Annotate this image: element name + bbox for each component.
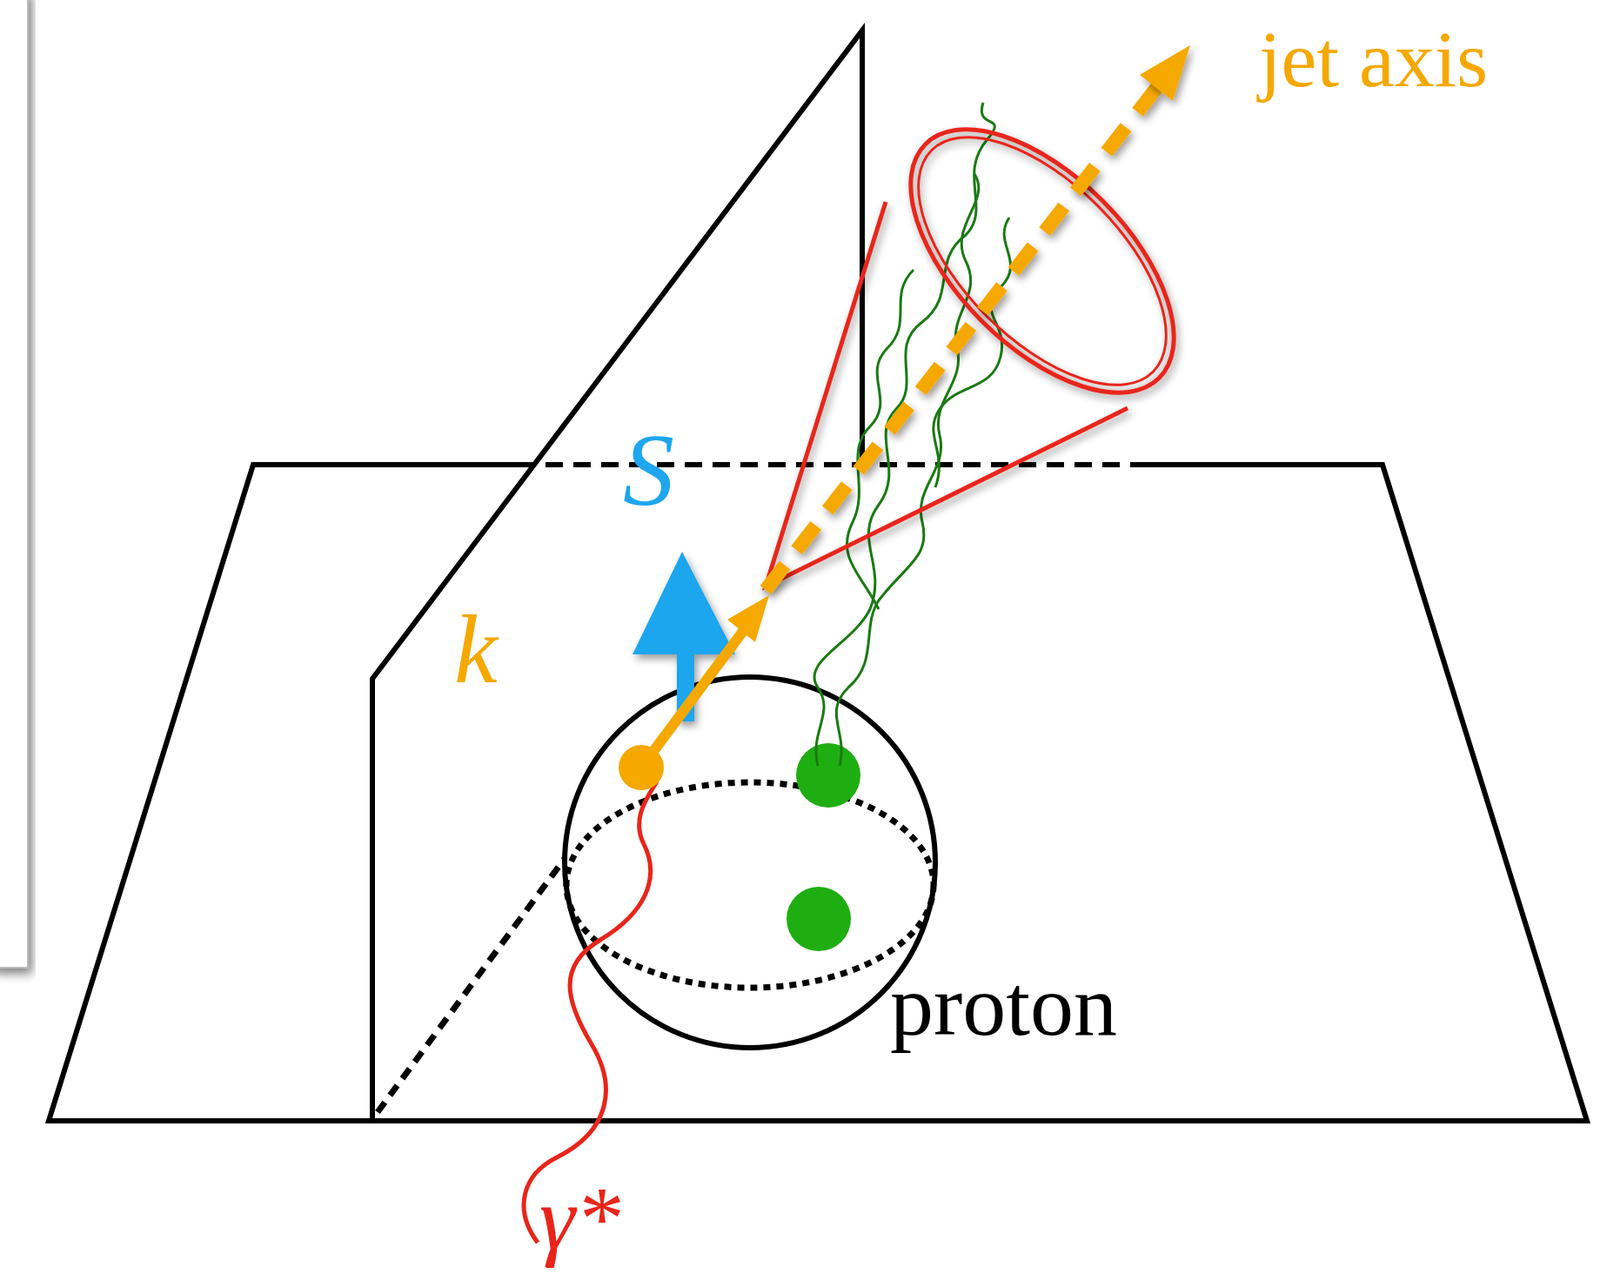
cropped-panel (0, 0, 28, 968)
jet-axis-label: jet axis (1258, 19, 1488, 100)
jet-axis-arrowhead (1139, 45, 1191, 101)
struck-quark (618, 744, 664, 790)
spin-label: S (622, 419, 675, 523)
momentum-label: k (454, 600, 498, 698)
photon-label: γ* (539, 1172, 621, 1264)
parton-arrowhead (727, 595, 770, 643)
proton-outline (561, 673, 939, 1052)
jet-axis-line (765, 87, 1158, 590)
proton-circle: proton (561, 673, 939, 1052)
parton-momentum (641, 626, 747, 768)
node-label: proton (890, 962, 1118, 1050)
spin-arrow (632, 551, 736, 722)
